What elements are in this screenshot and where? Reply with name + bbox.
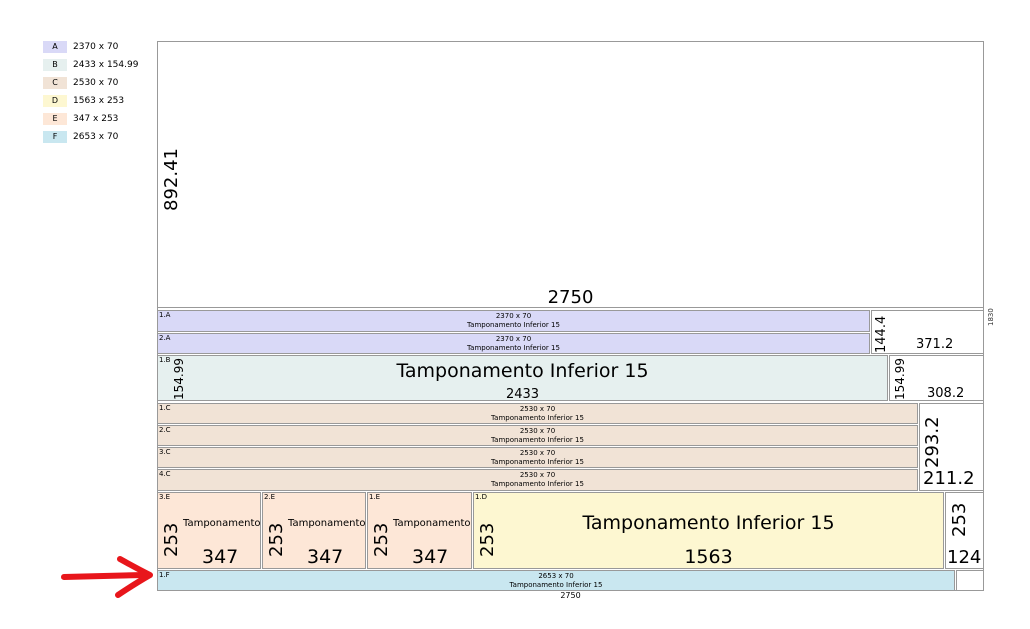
legend-swatch: B [43,59,67,71]
panel-dims: 2370 x 70 [495,335,532,343]
panel-1e[interactable]: 1.E 253 Tamponamento 347 [367,492,472,569]
panel-1f[interactable]: 1.F 2653 x 70 Tamponamento Inferior 15 [157,570,955,591]
panel-1c[interactable]: 1.C 2530 x 70 Tamponamento Inferior 15 [157,403,918,424]
panel-width: 347 [307,546,344,568]
panel-id: 2.A [159,334,171,342]
panel-name: Tamponamento Inferior 15 [582,512,835,534]
panel-width: 347 [202,546,239,568]
panel-1d[interactable]: 1.D 253 Tamponamento Inferior 15 1563 [473,492,944,569]
legend-swatch: A [43,41,67,53]
legend-swatch: D [43,95,67,107]
panel-name: Tamponamento [393,518,471,529]
panel-width: 2433 [505,387,540,401]
panel-dims: 2370 x 70 [495,312,532,320]
panel-3e[interactable]: 3.E 253 Tamponamento 347 [157,492,261,569]
waste-height-label: 154.99 [893,358,907,400]
sheet-height-label: 1830 [987,308,995,326]
panel-name: Tamponamento Inferior 15 [491,458,584,466]
sheet-width-label: 2750 [560,591,581,600]
legend-dims: 347 x 253 [73,114,119,124]
waste-width-label: 211.2 [923,468,975,489]
waste-width-label: 124 [947,547,982,568]
legend-dims: 1563 x 253 [73,96,125,106]
waste-top: 892.41 2750 [157,41,984,308]
panel-name: Tamponamento Inferior 15 [491,480,584,488]
legend-swatch: F [43,131,67,143]
panel-id: 4.C [159,470,171,478]
panel-id: 2.C [159,426,171,434]
waste-width-label: 371.2 [916,337,954,352]
legend-dims: 2370 x 70 [73,42,119,52]
panel-dims: 2530 x 70 [519,471,556,479]
panel-height: 253 [371,522,392,557]
panel-id: 1.D [475,493,488,501]
panel-name: Tamponamento [288,518,366,529]
panel-name: Tamponamento Inferior 15 [467,321,560,329]
panel-name: Tamponamento [183,518,261,529]
panel-1a[interactable]: 1.A 2370 x 70 Tamponamento Inferior 15 [157,310,870,332]
panel-dims: 2653 x 70 [538,572,574,580]
panel-id: 1.C [159,404,171,412]
panel-width: 347 [412,546,449,568]
panel-id: 3.E [159,493,171,501]
panel-height: 253 [161,522,182,557]
waste-width-label: 308.2 [927,386,965,401]
panel-4c[interactable]: 4.C 2530 x 70 Tamponamento Inferior 15 [157,469,918,491]
panel-2e[interactable]: 2.E 253 Tamponamento 347 [262,492,366,569]
panel-name: Tamponamento Inferior 15 [396,360,649,382]
legend-dims: 2433 x 154.99 [73,60,139,70]
panel-dims: 2530 x 70 [519,449,556,457]
panel-2c[interactable]: 2.C 2530 x 70 Tamponamento Inferior 15 [157,425,918,446]
waste-row-f [956,570,984,591]
red-arrow-icon [61,556,153,598]
waste-height-label: 293.2 [922,416,943,468]
panel-dims: 2530 x 70 [519,427,556,435]
panel-name: Tamponamento Inferior 15 [467,344,560,352]
panel-1b[interactable]: 1.B 154.99 Tamponamento Inferior 15 2433 [157,355,888,401]
panel-width: 1563 [684,546,733,568]
panel-id: 2.E [264,493,276,501]
panel-id: 3.C [159,448,171,456]
panel-id: 1.F [159,571,170,579]
legend-dims: 2530 x 70 [73,78,119,88]
waste-height-label: 144.4 [874,315,889,353]
waste-row-c: 293.2 211.2 [919,403,984,491]
waste-height-label: 253 [949,502,970,537]
waste-width-label: 2750 [547,287,594,308]
panel-id: 1.E [369,493,381,501]
panel-name: Tamponamento Inferior 15 [491,436,584,444]
legend-dims: 2653 x 70 [73,132,119,142]
panel-3c[interactable]: 3.C 2530 x 70 Tamponamento Inferior 15 [157,447,918,468]
panel-dims: 2530 x 70 [519,405,556,413]
panel-name: Tamponamento Inferior 15 [509,581,603,589]
panel-2a[interactable]: 2.A 2370 x 70 Tamponamento Inferior 15 [157,333,870,354]
panel-name: Tamponamento Inferior 15 [491,414,584,422]
waste-row-b: 154.99 308.2 [889,355,984,401]
legend-swatch: E [43,113,67,125]
waste-height-label: 892.41 [161,148,182,211]
panel-height: 253 [266,522,287,557]
panel-id: 1.B [159,356,171,364]
panel-id: 1.A [159,311,171,319]
waste-row-a: 144.4 371.2 [871,310,984,354]
waste-row-d: 253 124 [945,492,984,569]
legend-swatch: C [43,77,67,89]
